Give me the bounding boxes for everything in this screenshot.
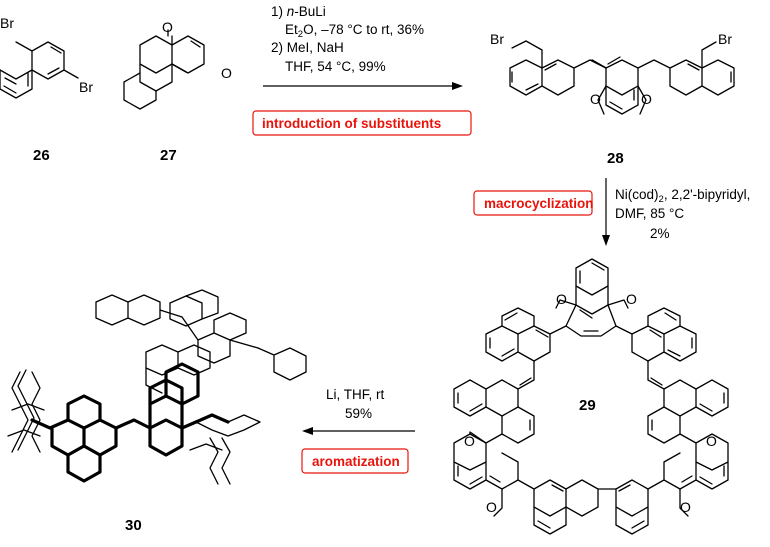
step2-tag-box <box>473 190 593 216</box>
compound-26-structure: Br Br <box>0 15 93 99</box>
step3-tag: aromatization <box>312 454 400 469</box>
step2-tag: macrocyclization <box>484 196 594 211</box>
compound-29-structure: O O <box>453 258 729 535</box>
step3-line2: 59% <box>345 406 372 421</box>
compound-30-structure <box>7 289 307 485</box>
step3-arrow <box>302 427 415 435</box>
step2-line1: Ni(cod)2, 2,2'-bipyridyl, <box>615 187 750 205</box>
step1-line3: 2) MeI, NaH <box>271 40 344 55</box>
compound-27-structure: O O <box>123 19 232 110</box>
c29-o-left: O <box>464 433 475 449</box>
step1-arrow <box>263 82 463 90</box>
c28-br-right: Br <box>718 31 732 47</box>
c28-o-left: O <box>590 91 601 107</box>
c28-br-left: Br <box>490 31 504 47</box>
step2-line3: 2% <box>650 226 670 241</box>
compound-28-label: 28 <box>607 150 624 167</box>
c27-o-right: O <box>221 65 232 81</box>
compound-29-label: 29 <box>579 397 596 414</box>
compound-30-label: 30 <box>125 517 142 534</box>
step1-tag: introduction of substituents <box>262 116 441 131</box>
c29-o-right: O <box>706 433 717 449</box>
step1-line1: 1) n-BuLi <box>271 4 326 19</box>
step1-tag-box <box>252 110 472 136</box>
compound-28-structure: Br Br O O <box>490 31 735 115</box>
c29-o-bottom-right: O <box>680 499 691 515</box>
compound-26-label: 26 <box>33 147 50 164</box>
step1-line4: THF, 54 °C, 99% <box>285 59 386 74</box>
c29-o-top-left: O <box>556 291 567 307</box>
step2-line2: DMF, 85 °C <box>615 206 684 221</box>
step1-line2: Et2O, –78 °C to rt, 36% <box>285 22 424 40</box>
step3-tag-box <box>301 448 409 474</box>
c26-br-right: Br <box>79 79 93 95</box>
c28-o-right: O <box>641 91 652 107</box>
compound-27-label: 27 <box>160 147 177 164</box>
c27-o-top: O <box>162 19 173 35</box>
step3-line1: Li, THF, rt <box>326 387 385 402</box>
c29-o-bottom-left: O <box>486 499 497 515</box>
c29-o-top-right: O <box>626 291 637 307</box>
c26-br-top: Br <box>0 15 14 31</box>
step2-arrow <box>602 178 610 246</box>
